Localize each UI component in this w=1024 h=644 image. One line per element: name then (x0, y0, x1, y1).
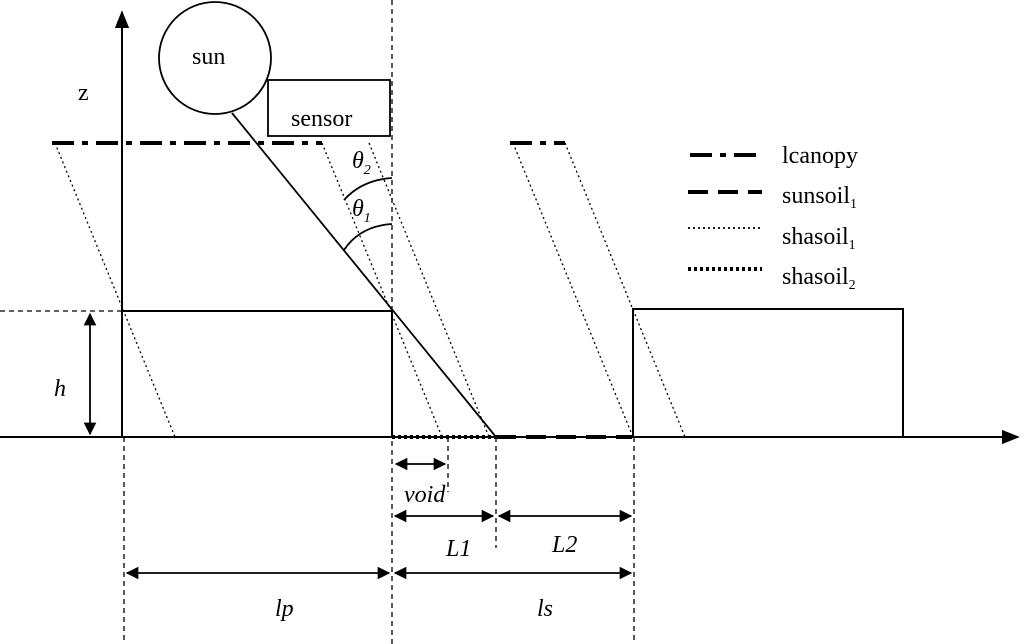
sun-label: sun (192, 44, 225, 70)
l1-label: L1 (445, 536, 471, 562)
canopy-right (632, 308, 904, 438)
z-axis-label: z (78, 80, 89, 106)
legend-label-lcanopy: lcanopy (782, 143, 858, 169)
theta1-arc (343, 223, 393, 251)
legend: lcanopy sunsoil1 shasoil1 shasoil2 (688, 143, 858, 293)
theta1-label: θ1 (352, 196, 371, 226)
canopy-left (121, 310, 393, 438)
sensor-label: sensor (291, 106, 352, 132)
view-line-3 (368, 142, 490, 438)
h-label: h (54, 376, 66, 402)
view-lines (54, 142, 686, 438)
theta2-arc (343, 177, 393, 201)
vertical-guides (123, 0, 635, 644)
lp-label: lp (275, 596, 294, 622)
sensor-box (267, 79, 391, 137)
legend-label-shasoil1: shasoil1 (782, 224, 856, 253)
void-label: void (404, 482, 446, 508)
sun-circle (158, 1, 272, 115)
legend-label-sunsoil: sunsoil1 (782, 183, 857, 212)
legend-label-shasoil2: shasoil2 (782, 264, 856, 293)
view-line-2 (321, 142, 443, 438)
l2-label: L2 (551, 532, 577, 558)
view-line-5 (564, 142, 686, 438)
sun-ray (231, 112, 497, 438)
ls-label: ls (537, 596, 553, 622)
theta2-label: θ2 (352, 148, 371, 178)
view-line-4 (512, 142, 634, 438)
view-line-1 (54, 142, 176, 438)
